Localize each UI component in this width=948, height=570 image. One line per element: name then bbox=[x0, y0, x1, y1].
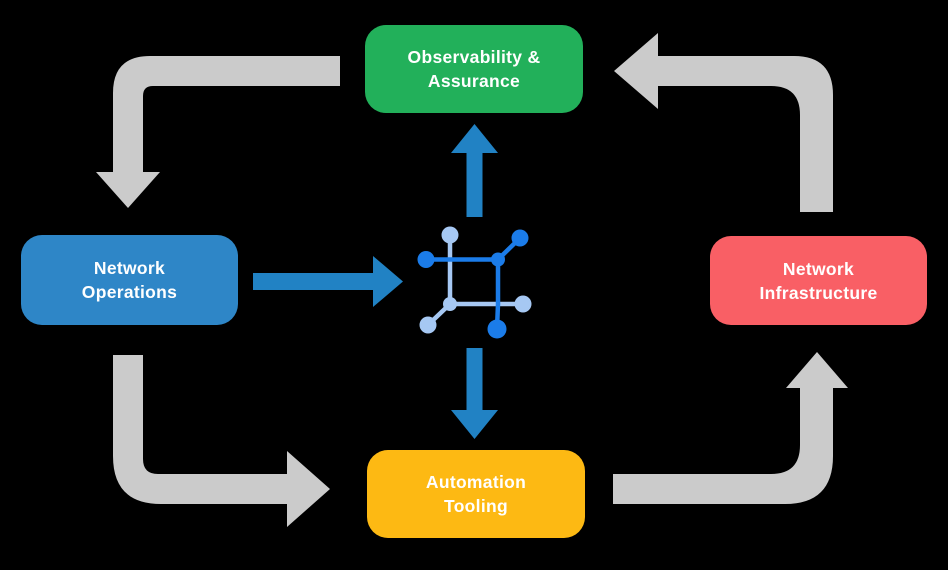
arrow-icon-to-automation bbox=[451, 348, 498, 439]
arrow-automation-to-infrastructure bbox=[613, 352, 848, 504]
arrow-icon-to-observability bbox=[451, 124, 498, 217]
node-network-operations: Network Operations bbox=[21, 235, 238, 325]
arrow-operations-to-automation bbox=[113, 355, 330, 527]
arrow-observability-to-operations bbox=[96, 56, 340, 208]
arrow-infrastructure-to-observability bbox=[614, 33, 833, 212]
node-observability-assurance: Observability & Assurance bbox=[365, 25, 583, 113]
node-operations-label-line1: Network bbox=[93, 258, 166, 278]
node-automation-label-line2: Tooling bbox=[444, 496, 508, 516]
node-network-infrastructure: Network Infrastructure bbox=[710, 236, 927, 325]
node-infrastructure-label-line1: Network bbox=[782, 258, 855, 279]
arrow-operations-to-icon bbox=[253, 256, 403, 307]
node-observability-label-line2: Assurance bbox=[427, 71, 521, 91]
node-automation-label-line1: Automation bbox=[425, 472, 527, 492]
network-mesh-icon-light-nodes bbox=[419, 226, 532, 334]
node-automation-tooling: Automation Tooling bbox=[367, 450, 585, 538]
network-mesh-icon-dark-nodes bbox=[417, 229, 529, 339]
network-mesh-icon bbox=[417, 226, 532, 339]
node-infrastructure-label-line2: Infrastructure bbox=[759, 282, 878, 303]
node-operations-label-line2: Operations bbox=[81, 282, 178, 302]
node-observability-label-line1: Observability & bbox=[407, 47, 541, 67]
